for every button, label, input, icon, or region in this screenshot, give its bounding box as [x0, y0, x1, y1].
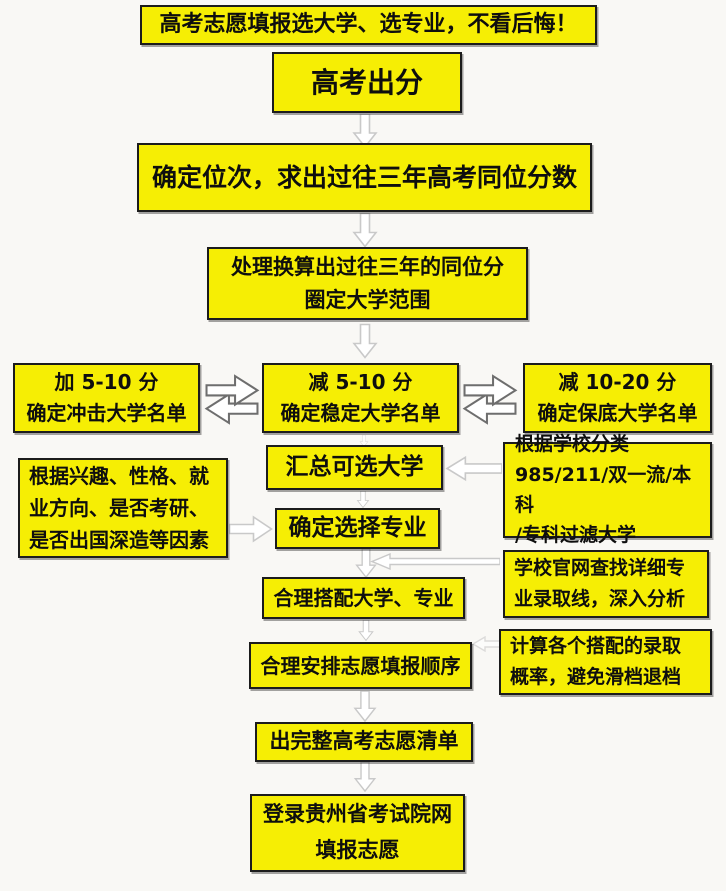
arrow-down-icon	[352, 691, 378, 722]
node-label: 高考志愿填报选大学、选专业，不看后悔！	[159, 11, 578, 37]
node-label: 加 5-10 分	[54, 370, 159, 394]
node-personal-factors: 根据兴趣、性格、就 业方向、是否考研、 是否出国深造等因素	[18, 458, 228, 558]
node-label: 汇总可选大学	[285, 454, 424, 481]
node-label: 概率，避免滑档退档	[510, 666, 682, 688]
node-school-website-analysis: 学校官网查找详细专 业录取线，深入分析	[503, 550, 709, 618]
node-label: 确定选择专业	[288, 515, 427, 542]
node-stable-list: 减 5-10 分 确定稳定大学名单	[262, 363, 459, 433]
node-label: 是否出国深造等因素	[29, 528, 209, 552]
node-label: 确定位次，求出过往三年高考同位分数	[151, 163, 577, 192]
node-college-pool: 汇总可选大学	[266, 445, 443, 490]
node-label: 确定稳定大学名单	[280, 401, 441, 425]
node-final-list: 出完整高考志愿清单	[255, 722, 473, 762]
node-label: 学校官网查找详细专	[514, 556, 686, 579]
node-determine-rank: 确定位次，求出过往三年高考同位分数	[137, 143, 592, 212]
node-label: 业方向、是否考研、	[29, 496, 209, 520]
node-school-filter: 根据学校分类 985/211/双一流/本科 /专科过滤大学	[503, 433, 712, 546]
arrow-down-icon	[354, 549, 378, 578]
arrow-down-icon	[353, 491, 373, 508]
node-convert-scores: 处理换算出过往三年的同位分 圈定大学范围	[207, 247, 528, 320]
arrow-down-icon	[355, 435, 373, 447]
node-match-college-major: 合理搭配大学、专业	[262, 577, 465, 619]
node-arrange-order: 合理安排志愿填报顺序	[249, 642, 472, 689]
double-arrow-icon	[202, 373, 262, 426]
node-label: 登录贵州省考试院网	[263, 802, 452, 827]
node-label: 出完整高考志愿清单	[269, 729, 459, 754]
node-label: 合理搭配大学、专业	[273, 586, 454, 610]
arrow-down-icon	[352, 114, 378, 148]
arrow-down-icon	[352, 322, 378, 361]
node-admission-probability: 计算各个搭配的录取 概率，避免滑档退档	[499, 629, 712, 695]
node-label: 根据兴趣、性格、就	[29, 464, 209, 488]
node-label: 业录取线，深入分析	[514, 588, 686, 610]
node-reach-list: 加 5-10 分 确定冲击大学名单	[13, 363, 200, 433]
node-label: 填报志愿	[315, 838, 400, 862]
double-arrow-icon	[460, 373, 520, 426]
node-label: 确定保底大学名单	[537, 401, 698, 425]
node-label: 根据学校分类	[515, 433, 630, 456]
node-label: 985/211/双一流/本科	[515, 463, 692, 516]
node-label: 计算各个搭配的录取	[510, 634, 682, 657]
node-login-apply: 登录贵州省考试院网 填报志愿	[250, 794, 465, 872]
arrow-down-icon	[352, 762, 378, 792]
arrow-down-icon	[356, 620, 376, 641]
node-label: 减 10-20 分	[558, 370, 677, 394]
node-safety-list: 减 10-20 分 确定保底大学名单	[523, 363, 712, 433]
node-exam-score: 高考出分	[272, 52, 462, 113]
node-choose-major: 确定选择专业	[275, 508, 440, 549]
arrow-right-icon	[229, 515, 274, 543]
node-label: /专科过滤大学	[515, 524, 636, 547]
node-label: 确定冲击大学名单	[26, 401, 187, 425]
node-label: 处理换算出过往三年的同位分	[231, 254, 504, 279]
arrow-down-icon	[352, 213, 378, 248]
node-title-banner: 高考志愿填报选大学、选专业，不看后悔！	[140, 5, 597, 45]
node-label: 合理安排志愿填报顺序	[260, 653, 461, 678]
node-label: 圈定大学范围	[304, 287, 431, 312]
arrow-left-icon	[471, 636, 501, 652]
arrow-left-icon	[445, 455, 502, 482]
arrow-left-icon	[370, 553, 500, 570]
node-label: 减 5-10 分	[308, 370, 413, 394]
node-label: 高考出分	[310, 65, 423, 99]
